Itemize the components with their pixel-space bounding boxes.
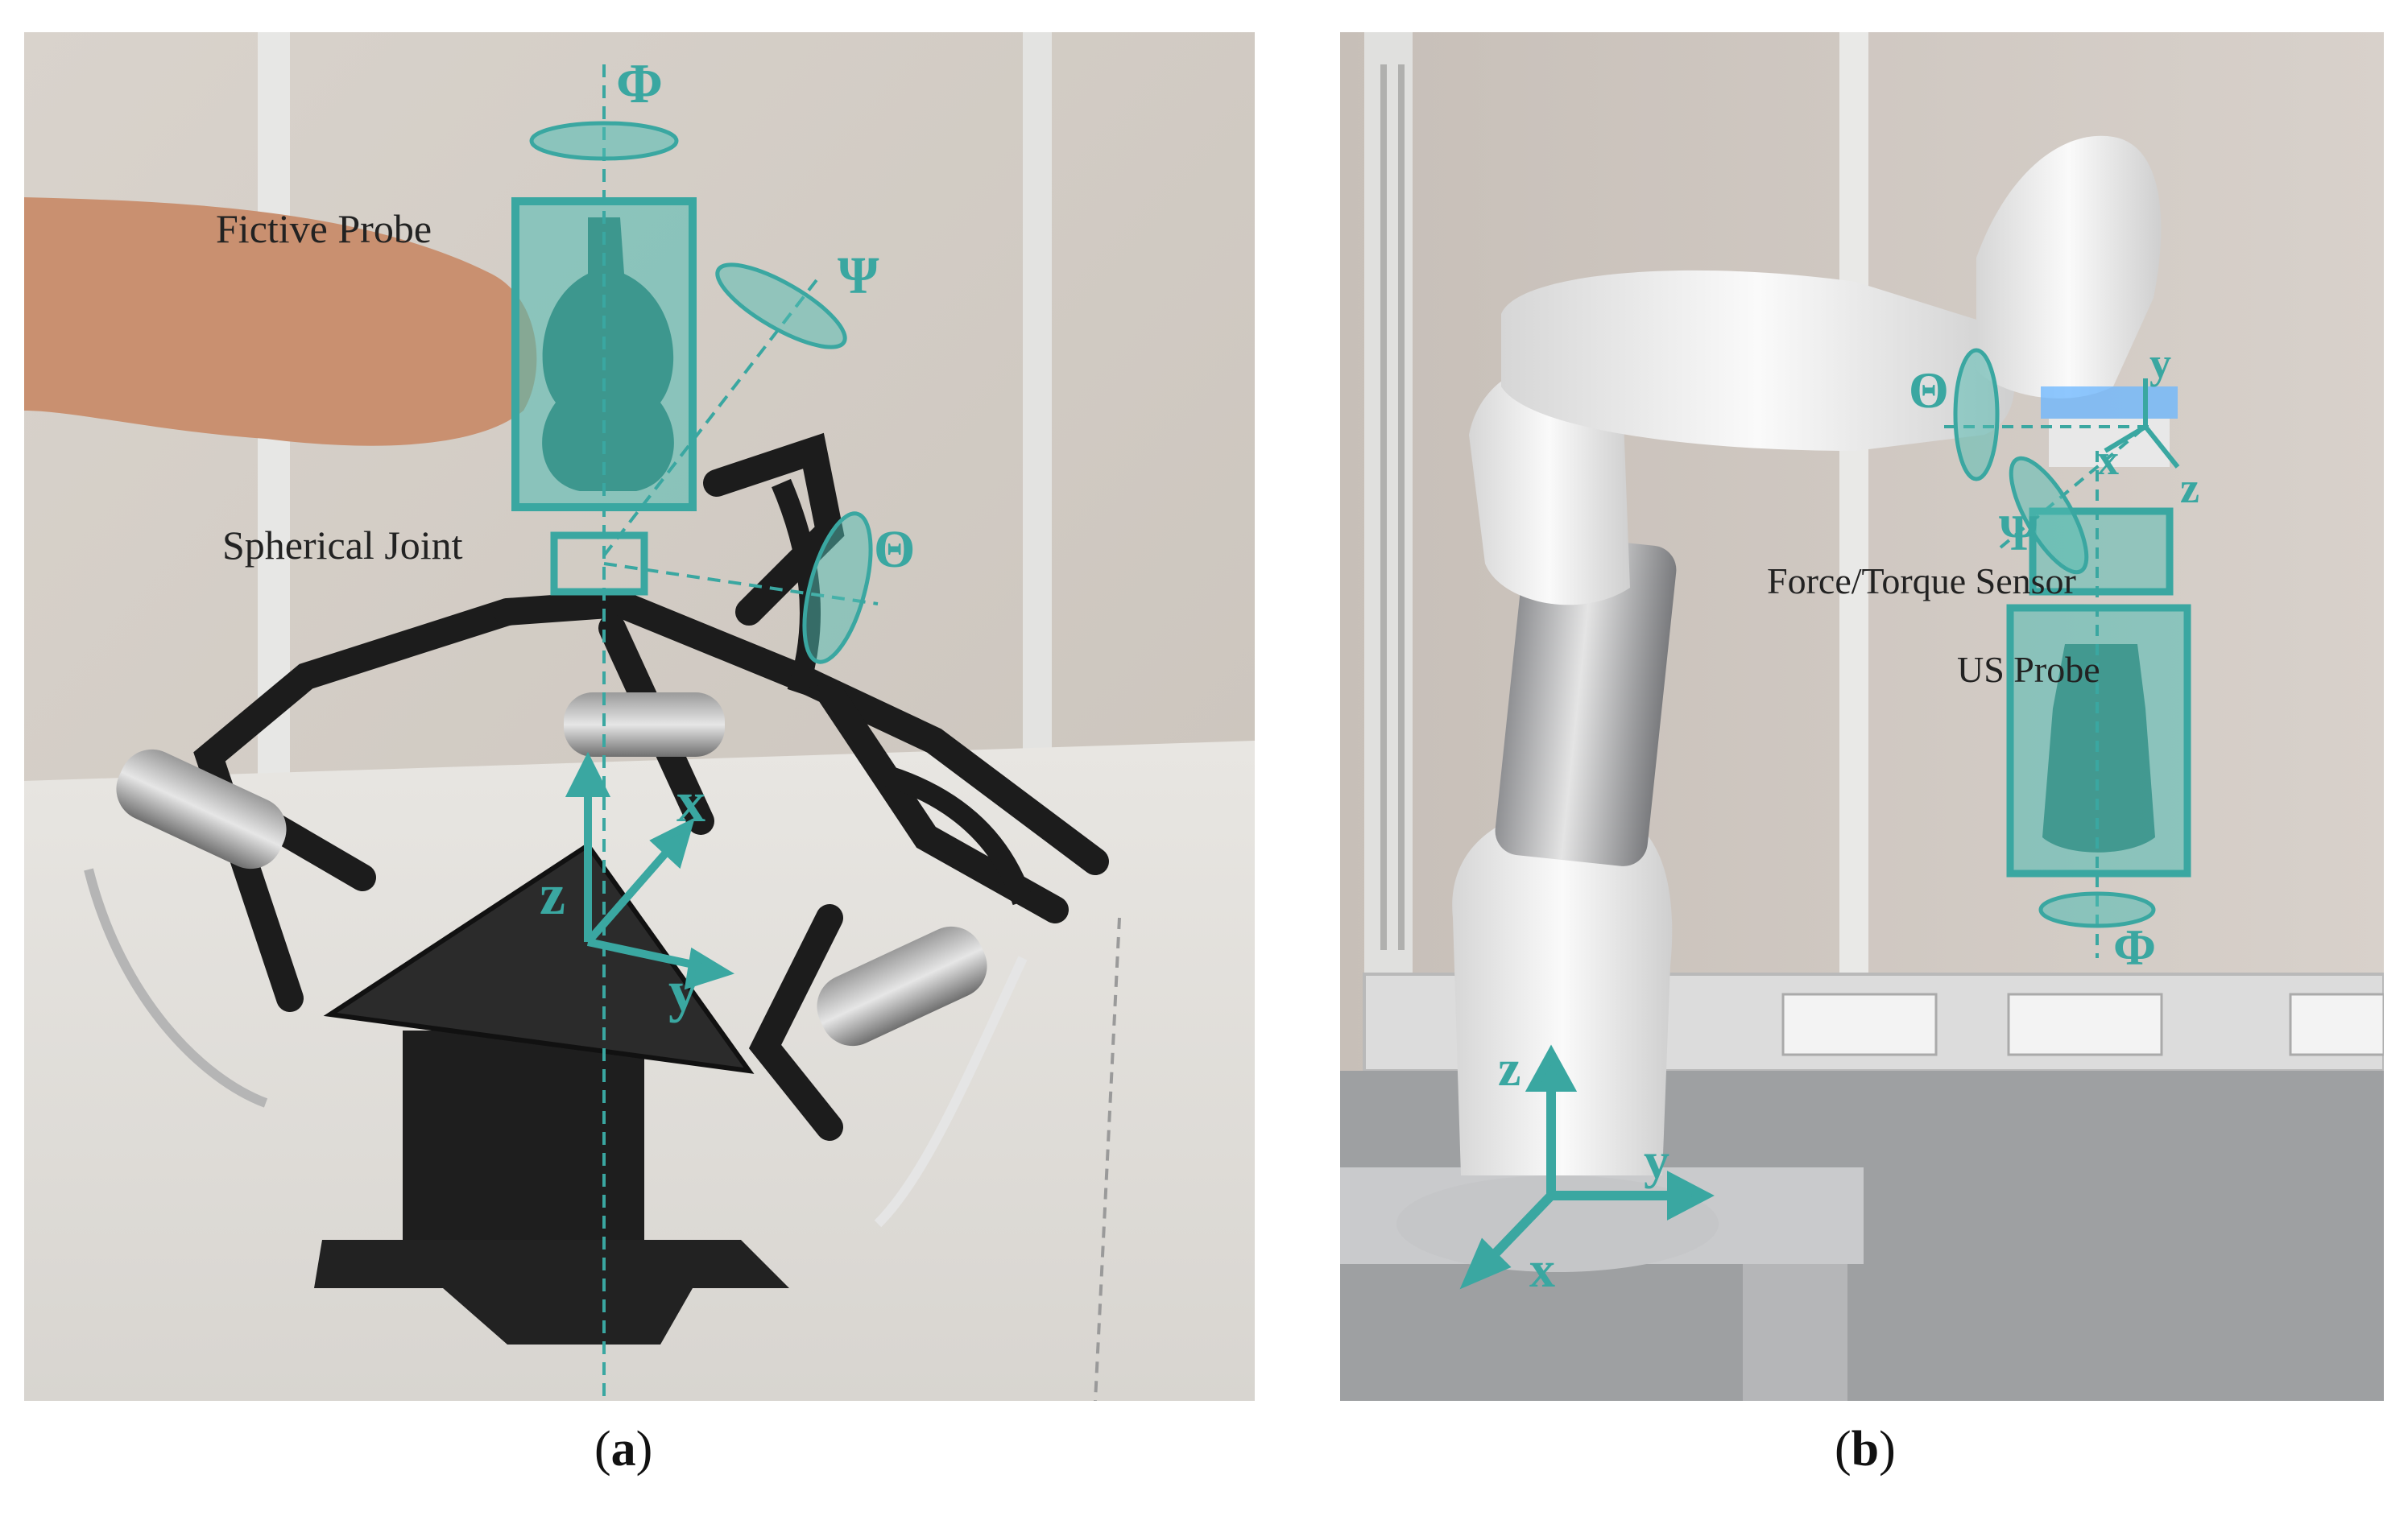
x-arrow-head	[649, 817, 695, 870]
table-dashed-line	[1094, 917, 1121, 1401]
z-arrow-head	[1525, 1044, 1578, 1092]
wall-frame-right	[1023, 32, 1052, 781]
tool-frame-axes	[2104, 378, 2180, 469]
wall-frame	[1839, 32, 1868, 974]
y-arrow-head	[684, 947, 735, 990]
caption-b-letter: b	[1851, 1422, 1880, 1477]
robot-lower-link	[1495, 535, 1677, 866]
socket-2	[2007, 993, 2163, 1056]
phi-rotation-icon	[2038, 891, 2156, 928]
photo-haptic-device: Fictive Probe Spherical Joint Φ Ψ Θ z x …	[24, 32, 1255, 1401]
psi-symbol: Ψ	[838, 246, 879, 305]
theta-rotation-icon	[802, 511, 873, 664]
photo-robot-arm: Force/Torque Sensor US Probe Θ Ψ Φ y x z…	[1340, 32, 2384, 1401]
fictive-probe-label: Fictive Probe	[216, 206, 432, 251]
caption-a: (a)	[594, 1422, 653, 1477]
socket-1	[1781, 993, 1938, 1056]
robot-arm-scene	[1340, 32, 2384, 1401]
psi-rotation-icon	[715, 262, 847, 349]
z-arrow-head	[565, 751, 611, 797]
fictive-probe-shape	[542, 217, 674, 491]
tool-x-label: x	[2097, 436, 2119, 484]
motor-top	[564, 692, 725, 757]
cable-ribbon	[84, 868, 268, 1108]
aluminium-profile-vertical	[1743, 1264, 1847, 1401]
psi-axis-line	[1999, 425, 2147, 549]
tool-z-label: z	[2180, 464, 2199, 512]
phi-symbol: Φ	[2113, 919, 2157, 976]
caption-b: (b)	[1835, 1422, 1896, 1477]
base-feet	[314, 1240, 789, 1345]
robot-base	[1452, 805, 1673, 1175]
tool-y-label: y	[2149, 339, 2171, 387]
base-frame-axes	[565, 751, 735, 990]
y-arrow-head	[1667, 1171, 1715, 1221]
spherical-joint-box	[550, 531, 648, 596]
arc-link-2	[875, 762, 1033, 906]
motor-right	[817, 926, 987, 1047]
robot-upper-link	[1501, 270, 2015, 451]
haptic-device-scene	[24, 32, 1255, 1401]
rail-slots	[1380, 64, 1405, 950]
hand-arm	[24, 197, 537, 446]
y-axis-label: y	[668, 959, 697, 1023]
x-axis-label: x	[676, 770, 705, 834]
psi-symbol: Ψ	[1999, 504, 2039, 561]
caption-a-letter: a	[610, 1422, 636, 1477]
force-torque-sensor-label: Force/Torque Sensor	[1767, 560, 2076, 601]
x-arrow-head	[1459, 1237, 1512, 1290]
phi-rotation-icon	[529, 121, 679, 161]
theta-rotation-icon	[1953, 348, 2000, 481]
device-base-box	[403, 1031, 644, 1272]
theta-symbol: Θ	[874, 520, 916, 579]
base-frame-axes	[1459, 1044, 1715, 1290]
z-axis-label: z	[1498, 1039, 1521, 1097]
spherical-joint-label: Spherical Joint	[222, 523, 463, 568]
theta-symbol: Θ	[1909, 361, 1949, 419]
robot-flange-light	[2041, 386, 2178, 419]
z-axis-label: z	[540, 862, 565, 927]
us-probe-label: US Probe	[1957, 649, 2100, 690]
x-axis-label: x	[1529, 1241, 1555, 1298]
motor-left	[116, 749, 287, 870]
phi-symbol: Φ	[616, 53, 664, 115]
y-axis-label: y	[1644, 1132, 1669, 1189]
socket-3	[2289, 993, 2384, 1056]
wall-rail	[1364, 32, 1413, 974]
robot-wrist	[1976, 135, 2162, 399]
psi-rotation-icon	[2009, 456, 2089, 575]
cable-ribbon-2	[874, 956, 1028, 1228]
